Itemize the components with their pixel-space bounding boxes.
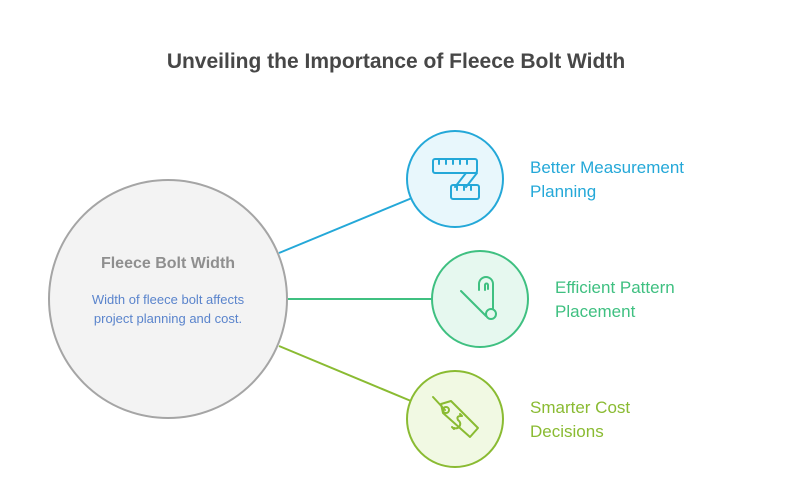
branch-label-pattern: Efficient Pattern Placement bbox=[555, 276, 775, 324]
diagram-title: Unveiling the Importance of Fleece Bolt … bbox=[166, 50, 626, 73]
connector-line-measurement bbox=[278, 197, 413, 254]
branch-label-line: Smarter Cost bbox=[530, 398, 631, 417]
branch-label-line: Planning bbox=[530, 182, 597, 201]
branch-node-pattern bbox=[431, 250, 529, 348]
safety-pin-icon bbox=[460, 276, 497, 320]
branch-label-line: Decisions bbox=[530, 422, 604, 441]
branch-circle-cost bbox=[406, 370, 504, 468]
branch-label-cost: Smarter Cost Decisions bbox=[530, 396, 750, 444]
branch-node-measurement bbox=[406, 130, 504, 228]
price-tag-icon bbox=[432, 396, 479, 438]
branch-label-line: Placement bbox=[555, 302, 636, 321]
branch-node-cost bbox=[406, 370, 504, 468]
center-node-title: Fleece Bolt Width bbox=[100, 255, 236, 272]
center-node-circle bbox=[48, 179, 288, 419]
branch-circle-measurement bbox=[406, 130, 504, 228]
branch-label-line: Efficient Pattern bbox=[555, 278, 675, 297]
branch-circle-pattern bbox=[431, 250, 529, 348]
branch-label-line: Better Measurement bbox=[530, 158, 685, 177]
connector-line-cost bbox=[278, 345, 412, 402]
branch-label-measurement: Better Measurement Planning bbox=[530, 156, 750, 204]
center-node-description: Width of fleece bolt affects project pla… bbox=[91, 292, 245, 326]
measuring-tape-icon bbox=[432, 158, 480, 200]
